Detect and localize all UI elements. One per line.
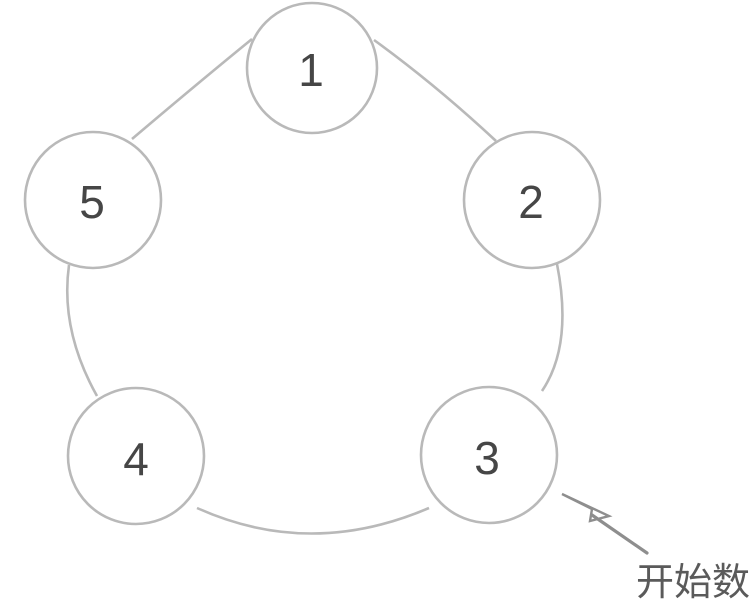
node-4-label: 4 — [123, 433, 149, 485]
node-1-circle[interactable] — [245, 1, 379, 135]
edge-3-to-4 — [196, 506, 430, 535]
node-2-label: 2 — [518, 176, 544, 228]
node-3-circle[interactable] — [419, 385, 559, 525]
node-3-label: 3 — [474, 432, 500, 484]
edge-4-to-5 — [65, 264, 99, 397]
node-5[interactable]: 5 — [23, 130, 163, 270]
pointer-arrow-head-icon — [561, 492, 613, 523]
node-1-label: 1 — [298, 44, 324, 96]
node-4[interactable]: 4 — [66, 386, 206, 526]
pointer-arrow-shaft — [590, 513, 649, 555]
start-pointer-annotation: 开始数 — [561, 492, 750, 603]
node-2[interactable]: 2 — [462, 130, 602, 270]
node-4-circle[interactable] — [66, 386, 206, 526]
edge-1-to-2 — [373, 38, 497, 142]
node-group: 1 2 3 4 5 — [23, 1, 602, 526]
node-3[interactable]: 3 — [419, 385, 559, 525]
node-1[interactable]: 1 — [245, 1, 379, 135]
node-5-label: 5 — [79, 176, 105, 228]
edge-5-to-1 — [131, 37, 253, 140]
node-5-circle[interactable] — [23, 130, 163, 270]
start-label: 开始数 — [636, 560, 750, 603]
edge-2-to-3 — [540, 263, 564, 392]
edge-group — [65, 37, 564, 535]
node-2-circle[interactable] — [462, 130, 602, 270]
